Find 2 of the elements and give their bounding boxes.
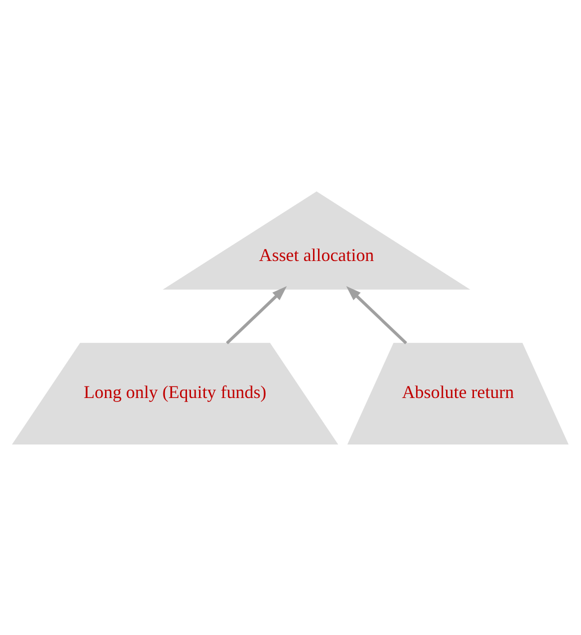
arrow [346, 286, 408, 344]
arrow [226, 286, 287, 344]
